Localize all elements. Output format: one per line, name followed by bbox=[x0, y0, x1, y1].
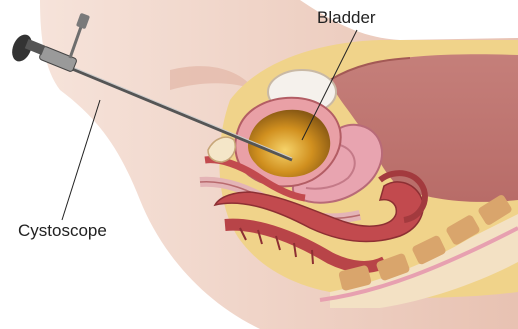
cystoscope-label: Cystoscope bbox=[18, 222, 107, 239]
cystoscope-leader-line bbox=[62, 100, 100, 220]
bladder-label: Bladder bbox=[317, 9, 376, 26]
